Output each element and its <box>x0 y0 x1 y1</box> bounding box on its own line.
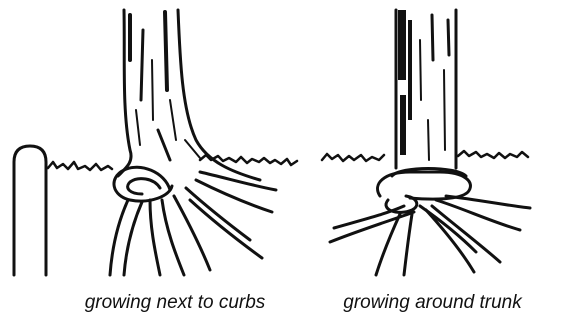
curb-girdling-roots-illustration <box>14 10 297 275</box>
left-bark-texture <box>130 12 200 160</box>
right-grass-right <box>458 151 528 158</box>
left-girdling-root-inner <box>128 179 160 194</box>
left-grass-line <box>48 162 112 170</box>
left-roots <box>110 172 276 275</box>
left-trunk-right-edge <box>178 10 260 180</box>
caption-growing-next-to-curbs: growing next to curbs <box>45 292 305 314</box>
right-grass-left <box>322 154 384 161</box>
right-roots <box>330 196 530 275</box>
trunk-girdling-roots-illustration <box>322 10 530 275</box>
curb <box>14 146 46 275</box>
right-girdling-root <box>378 172 471 199</box>
right-bark-texture <box>398 10 449 160</box>
left-girdling-root <box>114 167 172 201</box>
caption-growing-around-trunk: growing around trunk <box>305 292 560 314</box>
